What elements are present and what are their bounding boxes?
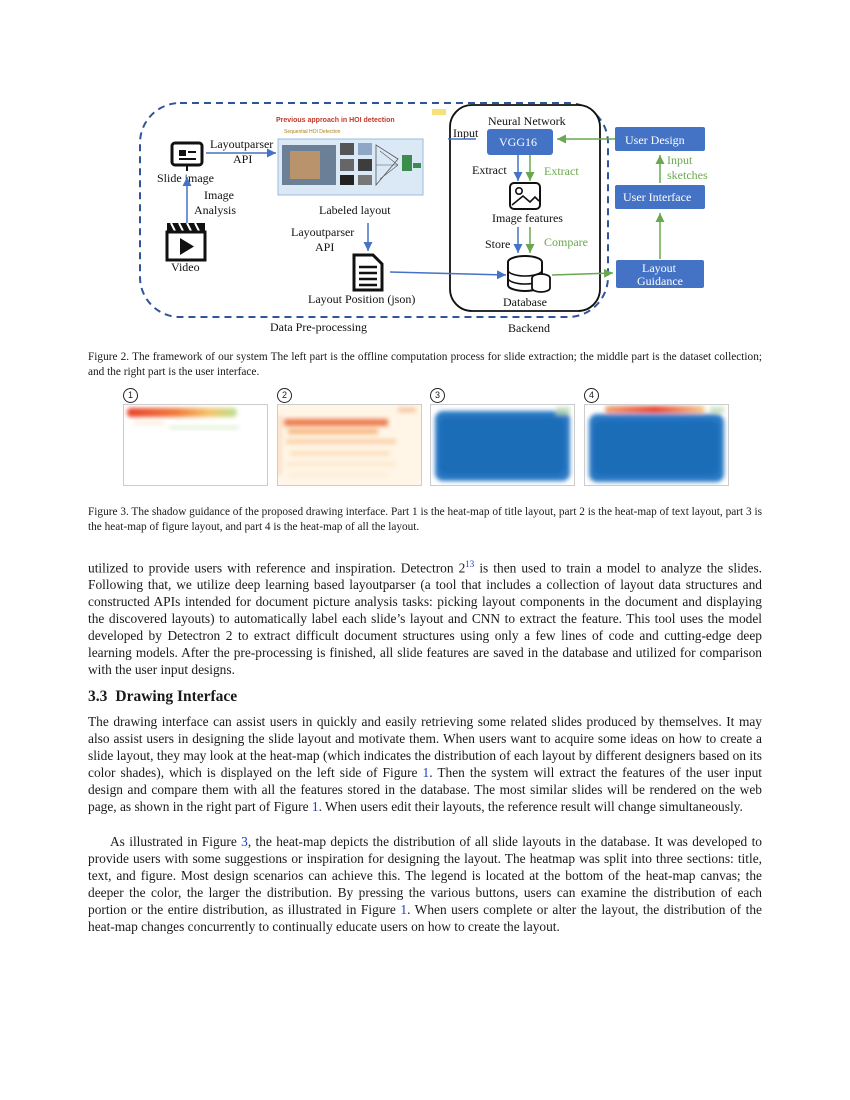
svg-text:API: API [315,240,334,254]
figure-3-link[interactable]: 3 [241,834,248,849]
image-features-label: Image features [492,211,563,225]
database-label: Database [503,295,547,309]
panel-number-4: 4 [584,388,599,403]
input-label: Input [453,126,479,140]
figure-1-link[interactable]: 1 [422,765,430,780]
section-title: Drawing Interface [115,688,238,705]
extract-black-label: Extract [472,163,507,177]
slide-image-label: Slide image [157,171,214,185]
panel-number-1: 1 [123,388,138,403]
backend-label: Backend [508,321,550,335]
svg-text:Layout: Layout [642,261,677,275]
data-preprocessing-label: Data Pre-processing [270,320,367,334]
labeled-layout-label: Labeled layout [319,203,391,217]
document-json-icon [352,253,384,292]
figure-2-framework-diagram: Previous approach in HOI detection Seque… [130,95,730,340]
heatmap-text-layout [277,404,422,486]
svg-text:Analysis: Analysis [194,203,236,217]
user-design-box [615,127,705,151]
video-label: Video [171,260,200,274]
input-sketches-label: Input [667,153,693,167]
svg-text:Previous approach in HOI detec: Previous approach in HOI detection [276,117,395,124]
extract-green-label: Extract [544,164,579,178]
heatmap-title-layout [123,404,268,486]
database-icon [507,255,551,293]
section-heading: 3.3 Drawing Interface [88,688,237,706]
compare-label: Compare [544,235,588,249]
layout-position-label: Layout Position (json) [308,292,415,306]
svg-text:VGG16: VGG16 [499,135,537,149]
svg-text:API: API [233,152,252,166]
panel-number-3: 3 [430,388,445,403]
video-clapper-icon [165,222,207,262]
slide-image-icon [170,141,204,171]
svg-text:sketches: sketches [667,168,708,182]
vgg16-box [487,129,553,155]
figure-1-link[interactable]: 1 [311,799,319,814]
layout-guidance-box [616,260,704,288]
figure-3-caption: Figure 3. The shadow guidance of the pro… [88,506,762,533]
layoutparser-api-mid-label: Layoutparser [291,225,354,239]
layoutparser-api-top-label: Layoutparser [210,137,273,151]
paragraph-heatmap: As illustrated in Figure 3, the heat-map… [88,834,763,934]
svg-text:Sequential HOI Detection: Sequential HOI Detection [284,129,341,135]
svg-text:Guidance: Guidance [637,274,683,288]
citation-13[interactable]: 13 [465,559,475,569]
heatmap-all-layout [584,404,729,486]
paragraph-detectron: utilized to provide users with reference… [88,559,763,678]
neural-network-label: Neural Network [488,114,566,128]
svg-text:User Interface: User Interface [623,190,691,204]
image-features-icon [509,182,541,210]
figure-1-link[interactable]: 1 [400,902,408,917]
section-number: 3.3 [88,688,108,705]
store-label: Store [485,237,510,251]
image-analysis-label: Image [204,188,234,202]
hoi-detection-panel: Previous approach in HOI detection Seque… [276,117,424,196]
figure-2-caption: Figure 2. The framework of our system Th… [88,351,762,378]
panel-number-2: 2 [277,388,292,403]
paragraph-drawing-interface: The drawing interface can assist users i… [88,714,762,814]
user-interface-box [615,185,705,209]
data-preprocessing-boundary [139,102,609,318]
svg-text:User Design: User Design [625,133,685,147]
heatmap-figure-layout [430,404,575,486]
